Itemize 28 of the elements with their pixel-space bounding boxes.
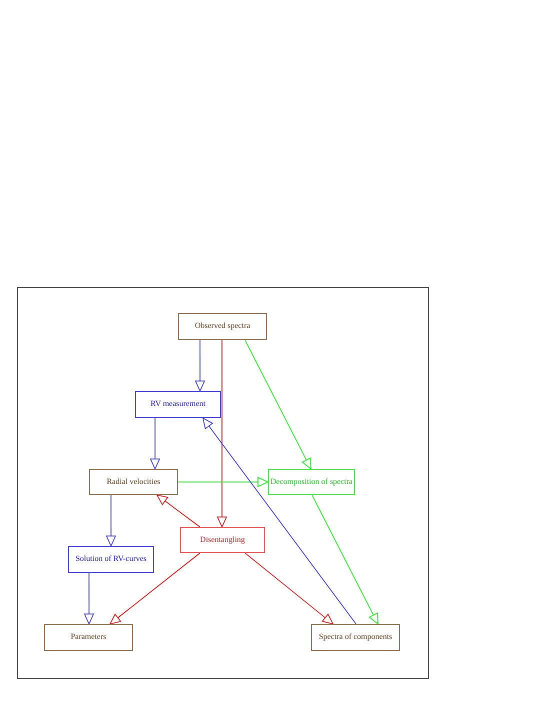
arrow	[244, 552, 334, 624]
arrow	[84, 572, 94, 624]
arrow	[217, 340, 227, 528]
arrow	[244, 340, 312, 470]
box-label: Parameters	[70, 633, 106, 642]
process-box	[180, 527, 265, 553]
box-label: Solution of RV-curves	[75, 555, 147, 564]
process-box	[311, 624, 400, 651]
box-label: Observed spectra	[194, 322, 250, 331]
arrow	[110, 552, 200, 624]
process-box	[44, 624, 133, 651]
process-box	[268, 469, 355, 495]
arrow	[178, 477, 268, 487]
process-box	[89, 469, 178, 495]
box-label: Spectra of components	[318, 633, 392, 642]
arrow	[150, 418, 160, 470]
process-box	[68, 546, 154, 573]
box-label: RV measurement	[150, 400, 206, 409]
arrow	[106, 494, 116, 546]
box-label: Radial velocities	[106, 478, 160, 486]
box-label: Disentangling	[200, 536, 245, 544]
process-box	[135, 391, 221, 418]
arrow	[156, 494, 200, 528]
arrow	[312, 494, 378, 624]
arrow	[202, 418, 356, 624]
arrow	[195, 340, 205, 392]
process-box	[178, 313, 267, 340]
box-label: Decomposition of spectra	[270, 478, 353, 486]
